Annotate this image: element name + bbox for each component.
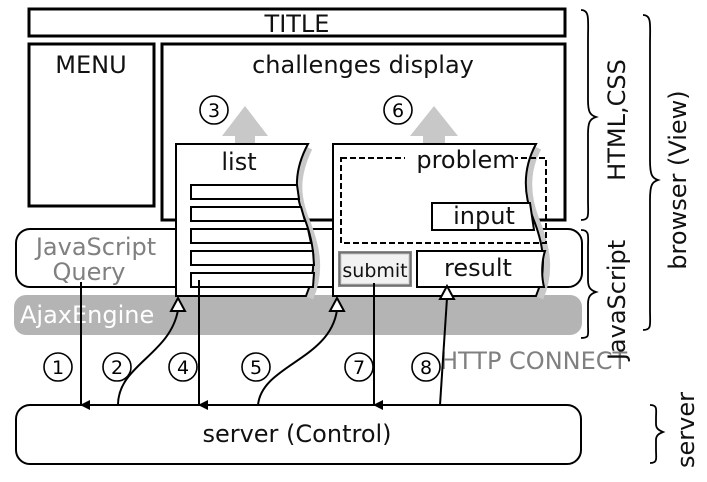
step-7-marker: 7 [344, 352, 374, 382]
step-2-marker: 2 [102, 352, 132, 382]
step-5-marker: 5 [241, 352, 271, 382]
submit-button[interactable]: submit [338, 251, 412, 287]
title-label: TITLE [264, 10, 330, 38]
label-browser-view: browser (View) [664, 90, 692, 269]
result-box [416, 250, 547, 288]
step-8-arrowhead [438, 283, 456, 300]
step-3-up-arrow [222, 106, 268, 146]
problem-panel-shadow [525, 146, 551, 300]
svg-text:3: 3 [208, 100, 220, 122]
list-row [190, 206, 307, 222]
step-6-up-arrow [410, 106, 458, 146]
problem-label-bg [405, 150, 515, 170]
challenges-display-label: challenges display [252, 51, 474, 79]
menu-label: MENU [55, 51, 126, 79]
svg-text:2: 2 [111, 357, 123, 379]
problem-label: problem [416, 146, 515, 174]
ajax-engine-label: AjaxEngine [20, 301, 154, 329]
step-5-arrowhead [328, 295, 346, 312]
svg-text:5: 5 [250, 357, 262, 379]
step-4-marker: 4 [168, 352, 198, 382]
brace-browser-view [642, 14, 661, 331]
javascript-query-label-1: JavaScript [34, 233, 156, 261]
list-row [190, 184, 301, 200]
menu-box [27, 42, 156, 208]
step-8-arrow [439, 297, 448, 406]
brace-javascript [580, 229, 599, 339]
step-8-marker: 8 [411, 352, 441, 382]
input-label: input [453, 202, 515, 230]
svg-text:8: 8 [420, 357, 432, 379]
title-bar [27, 7, 567, 38]
result-label: result [444, 254, 512, 282]
list-row [190, 272, 316, 288]
step-1-marker: 1 [43, 352, 73, 382]
server-box [15, 404, 582, 465]
http-connect-label: HTTP CONNECT [440, 347, 628, 375]
step-2-arrow [117, 309, 179, 406]
label-html-css: HTML,CSS [603, 59, 631, 181]
svg-text:7: 7 [353, 357, 365, 379]
step-5-arrow [257, 309, 338, 406]
brace-html-css [580, 9, 599, 221]
label-javascript: JavaScript [603, 240, 631, 362]
brace-server [649, 404, 666, 464]
javascript-query-label-2: Query [53, 258, 126, 286]
server-label: server (Control) [202, 420, 391, 448]
svg-text:1: 1 [52, 357, 64, 379]
svg-text:6: 6 [392, 100, 404, 122]
label-server: server [672, 392, 700, 468]
submit-label: submit [342, 260, 407, 282]
list-row [190, 228, 313, 244]
step-3-marker: 3 [199, 95, 229, 125]
step-6-marker: 6 [383, 95, 413, 125]
step-2-arrowhead [169, 295, 187, 312]
list-row [190, 250, 316, 266]
svg-text:4: 4 [177, 357, 189, 379]
list-label: list [221, 148, 256, 176]
ajax-engine-band [14, 295, 582, 335]
input-field[interactable] [431, 202, 536, 231]
list-rows [190, 184, 316, 288]
